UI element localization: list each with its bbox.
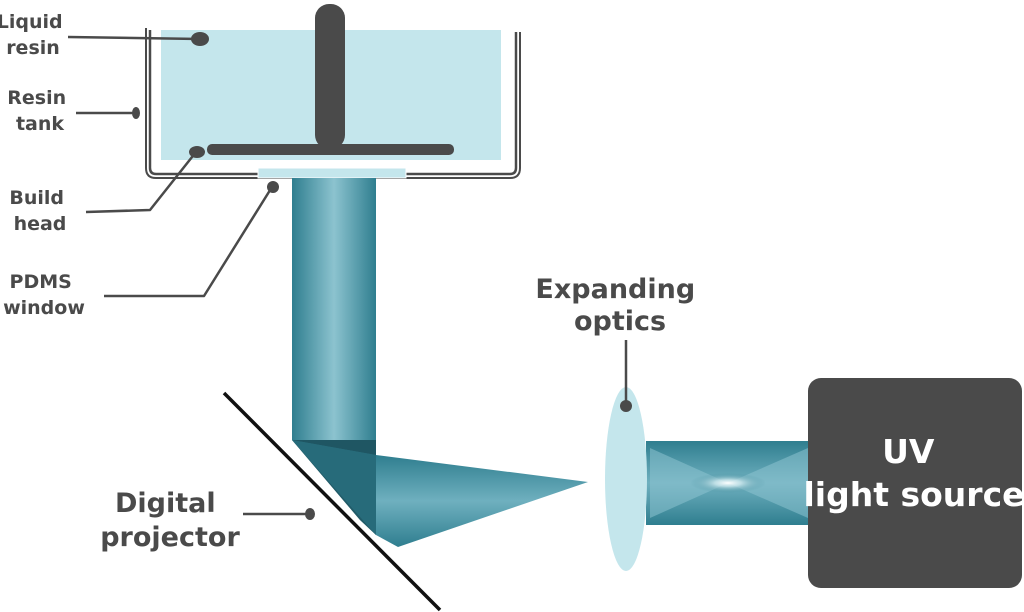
digital-projector-mirror <box>222 391 442 612</box>
uv-beam-focus-left <box>650 448 728 518</box>
label-expanding-optics: Expanding optics <box>535 274 704 337</box>
label-pdms-window: PDMS window <box>3 271 85 319</box>
build-head-plate <box>207 144 454 155</box>
label-liquid-resin: Liquid resin <box>0 11 69 59</box>
vertical-light-beam <box>292 178 376 440</box>
uv-light-source-box <box>808 378 1022 588</box>
label-build-head: Build head <box>9 187 70 235</box>
projected-light-cone <box>376 455 588 547</box>
leader-liquid-resin <box>67 35 201 41</box>
uv-beam-focal-point <box>690 473 766 493</box>
pdms-window-shape <box>257 167 407 179</box>
build-head-shaft <box>315 4 345 149</box>
expanding-optics-lens <box>605 387 647 571</box>
label-resin-tank: Resin tank <box>7 87 73 135</box>
uv-beam-focus-right <box>728 448 808 518</box>
leader-build-head <box>85 151 197 214</box>
label-digital-projector: Digital projector <box>100 488 240 553</box>
label-uv-light-source: UV light source <box>803 432 1024 514</box>
leader-pdms-window <box>104 186 274 298</box>
